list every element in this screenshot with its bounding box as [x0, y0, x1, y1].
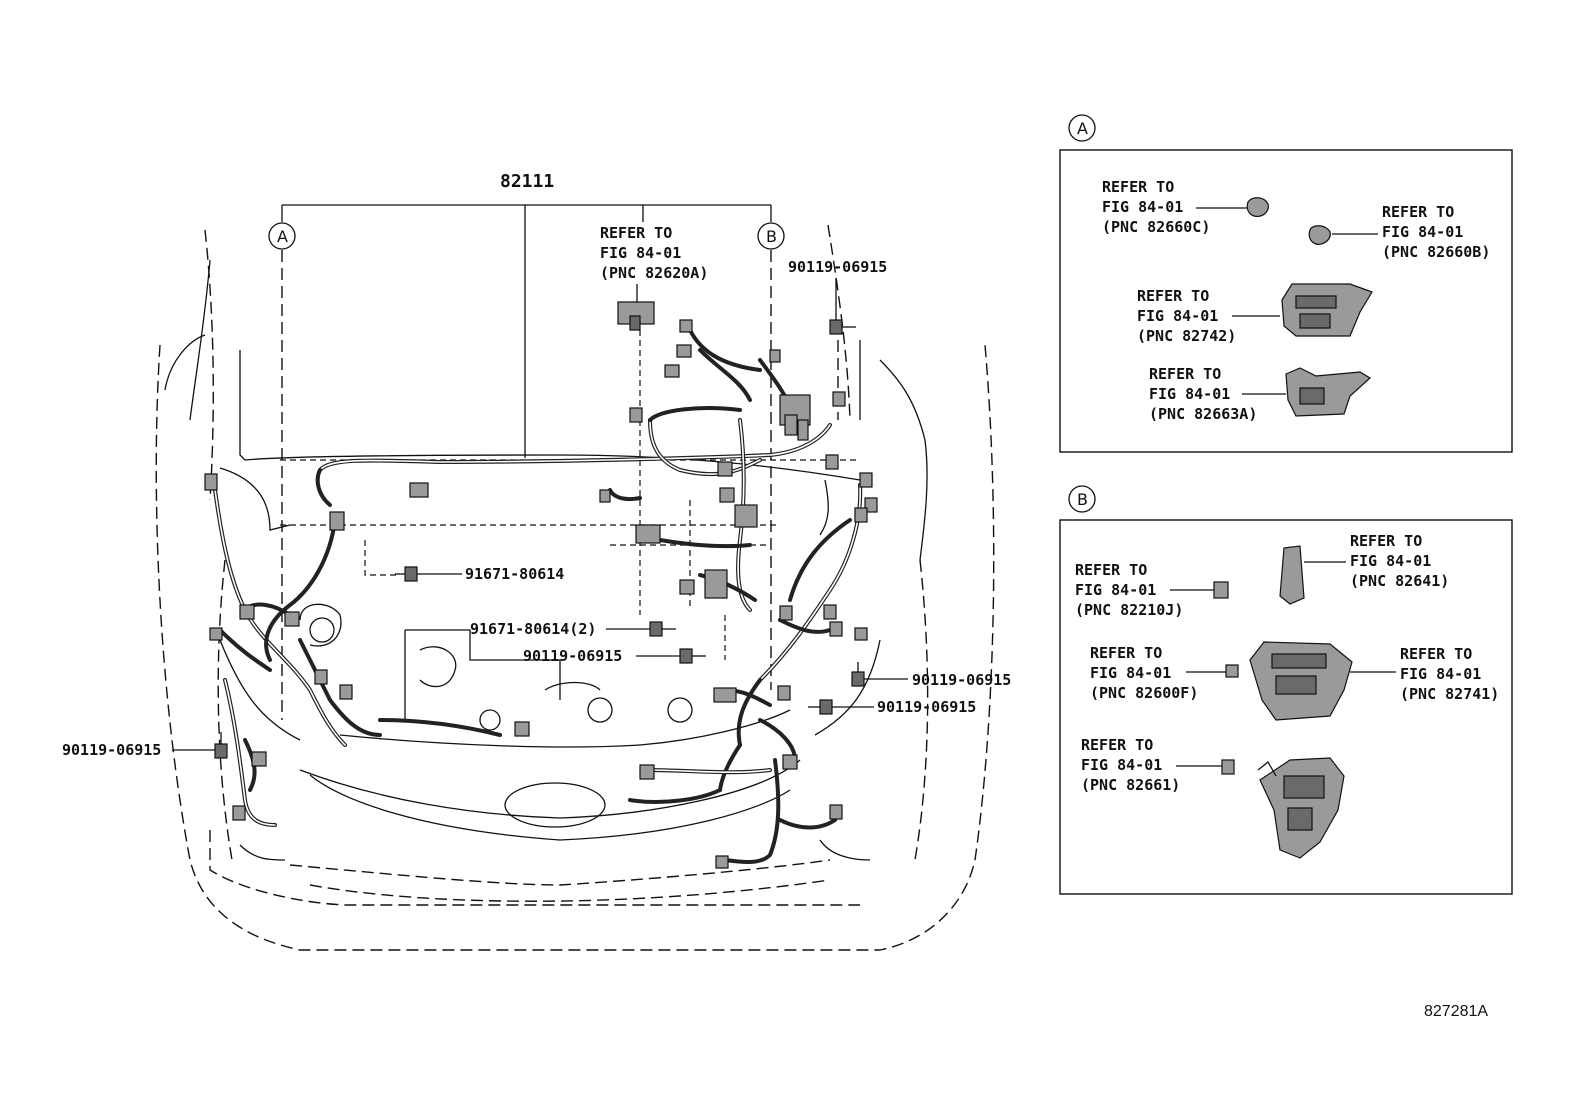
bolt-right-a-label: 90119-06915 [912, 671, 1011, 689]
callout-b-letter: B [766, 227, 777, 246]
svg-text:(PNC 82210J): (PNC 82210J) [1075, 601, 1183, 619]
svg-text:FIG 84-01: FIG 84-01 [1382, 223, 1463, 241]
svg-text:(PNC 82620A): (PNC 82620A) [600, 264, 708, 282]
svg-text:(PNC 82660B): (PNC 82660B) [1382, 243, 1490, 261]
bolt-icon [808, 699, 833, 715]
vehicle-outline [155, 224, 995, 951]
bolt-mid-label: 90119-06915 [523, 647, 622, 665]
svg-text:FIG 84-01: FIG 84-01 [600, 244, 681, 262]
callout-b-main: B [757, 222, 785, 250]
harness-connectors [204, 301, 878, 869]
bolt-icon [829, 319, 856, 335]
svg-text:REFER TO: REFER TO [1081, 736, 1153, 754]
svg-text:FIG 84-01: FIG 84-01 [1102, 198, 1183, 216]
svg-text:FIG 84-01: FIG 84-01 [1075, 581, 1156, 599]
harness-number-label: 82111 [281, 171, 772, 458]
detail-a-panel: A REFER TO FIG 84-01 (PNC 82660C) REFER … [1059, 114, 1513, 453]
detail-b-callout: B [1077, 490, 1088, 509]
svg-text:(PNC 82661): (PNC 82661) [1081, 776, 1180, 794]
svg-text:REFER TO: REFER TO [1137, 287, 1209, 305]
svg-text:REFER TO: REFER TO [1102, 178, 1174, 196]
vehicle-body [164, 259, 928, 861]
svg-text:REFER TO: REFER TO [1090, 644, 1162, 662]
bolt-left-label: 90119-06915 [62, 741, 161, 759]
bolt-top-right-label: 90119-06915 [788, 258, 887, 276]
svg-text:FIG 84-01: FIG 84-01 [1350, 552, 1431, 570]
svg-text:(PNC 82600F): (PNC 82600F) [1090, 684, 1198, 702]
harness-number: 82111 [500, 171, 554, 192]
svg-text:REFER TO: REFER TO [1382, 203, 1454, 221]
refer-82620a-label: REFER TO FIG 84-01 (PNC 82620A) [600, 224, 708, 302]
grommet-icon [1246, 197, 1269, 217]
svg-text:(PNC 82741): (PNC 82741) [1400, 685, 1499, 703]
bolt-right-b-label: 90119-06915 [877, 698, 976, 716]
svg-text:REFER TO: REFER TO [1400, 645, 1472, 663]
fasteners [214, 319, 865, 759]
svg-text:FIG 84-01: FIG 84-01 [1400, 665, 1481, 683]
callout-a-main: A [268, 222, 296, 250]
screw-upper-label: 91671-80614 [465, 565, 564, 583]
svg-text:REFER TO: REFER TO [600, 224, 672, 242]
relay-block-icon [1285, 367, 1372, 417]
connector-icon [1221, 759, 1235, 775]
screw-icon [649, 621, 676, 637]
fuse-box-icon [1257, 757, 1345, 859]
svg-text:(PNC 82742): (PNC 82742) [1137, 327, 1236, 345]
bolt-icon [679, 648, 706, 664]
svg-text:(PNC 82641): (PNC 82641) [1350, 572, 1449, 590]
svg-text:FIG 84-01: FIG 84-01 [1137, 307, 1218, 325]
svg-text:REFER TO: REFER TO [1350, 532, 1422, 550]
svg-text:REFER TO: REFER TO [1149, 365, 1221, 383]
bolt-icon [214, 732, 228, 759]
grommet-icon [1308, 225, 1331, 245]
connector-icon [1225, 664, 1239, 678]
connector-icon [1213, 581, 1229, 599]
svg-text:FIG 84-01: FIG 84-01 [1081, 756, 1162, 774]
main-wiring-harness [213, 328, 863, 864]
svg-text:FIG 84-01: FIG 84-01 [1090, 664, 1171, 682]
relay-icon [1279, 545, 1305, 605]
fuse-relay-block-icon [1249, 641, 1353, 721]
screw-mid-label: 91671-80614(2) [470, 620, 596, 638]
svg-text:(PNC 82660C): (PNC 82660C) [1102, 218, 1210, 236]
illustration-code: 827281A [1424, 1003, 1488, 1020]
svg-text:(PNC 82663A): (PNC 82663A) [1149, 405, 1257, 423]
detail-a-callout: A [1077, 119, 1088, 138]
bolt-icon [851, 662, 865, 687]
detail-b-panel: B REFER TO FIG 84-01 (PNC 82210J) REFER … [1059, 485, 1513, 895]
callout-a-letter: A [277, 227, 288, 246]
svg-text:FIG 84-01: FIG 84-01 [1149, 385, 1230, 403]
svg-text:REFER TO: REFER TO [1075, 561, 1147, 579]
screw-icon [395, 566, 418, 582]
junction-block-icon [1281, 283, 1373, 337]
